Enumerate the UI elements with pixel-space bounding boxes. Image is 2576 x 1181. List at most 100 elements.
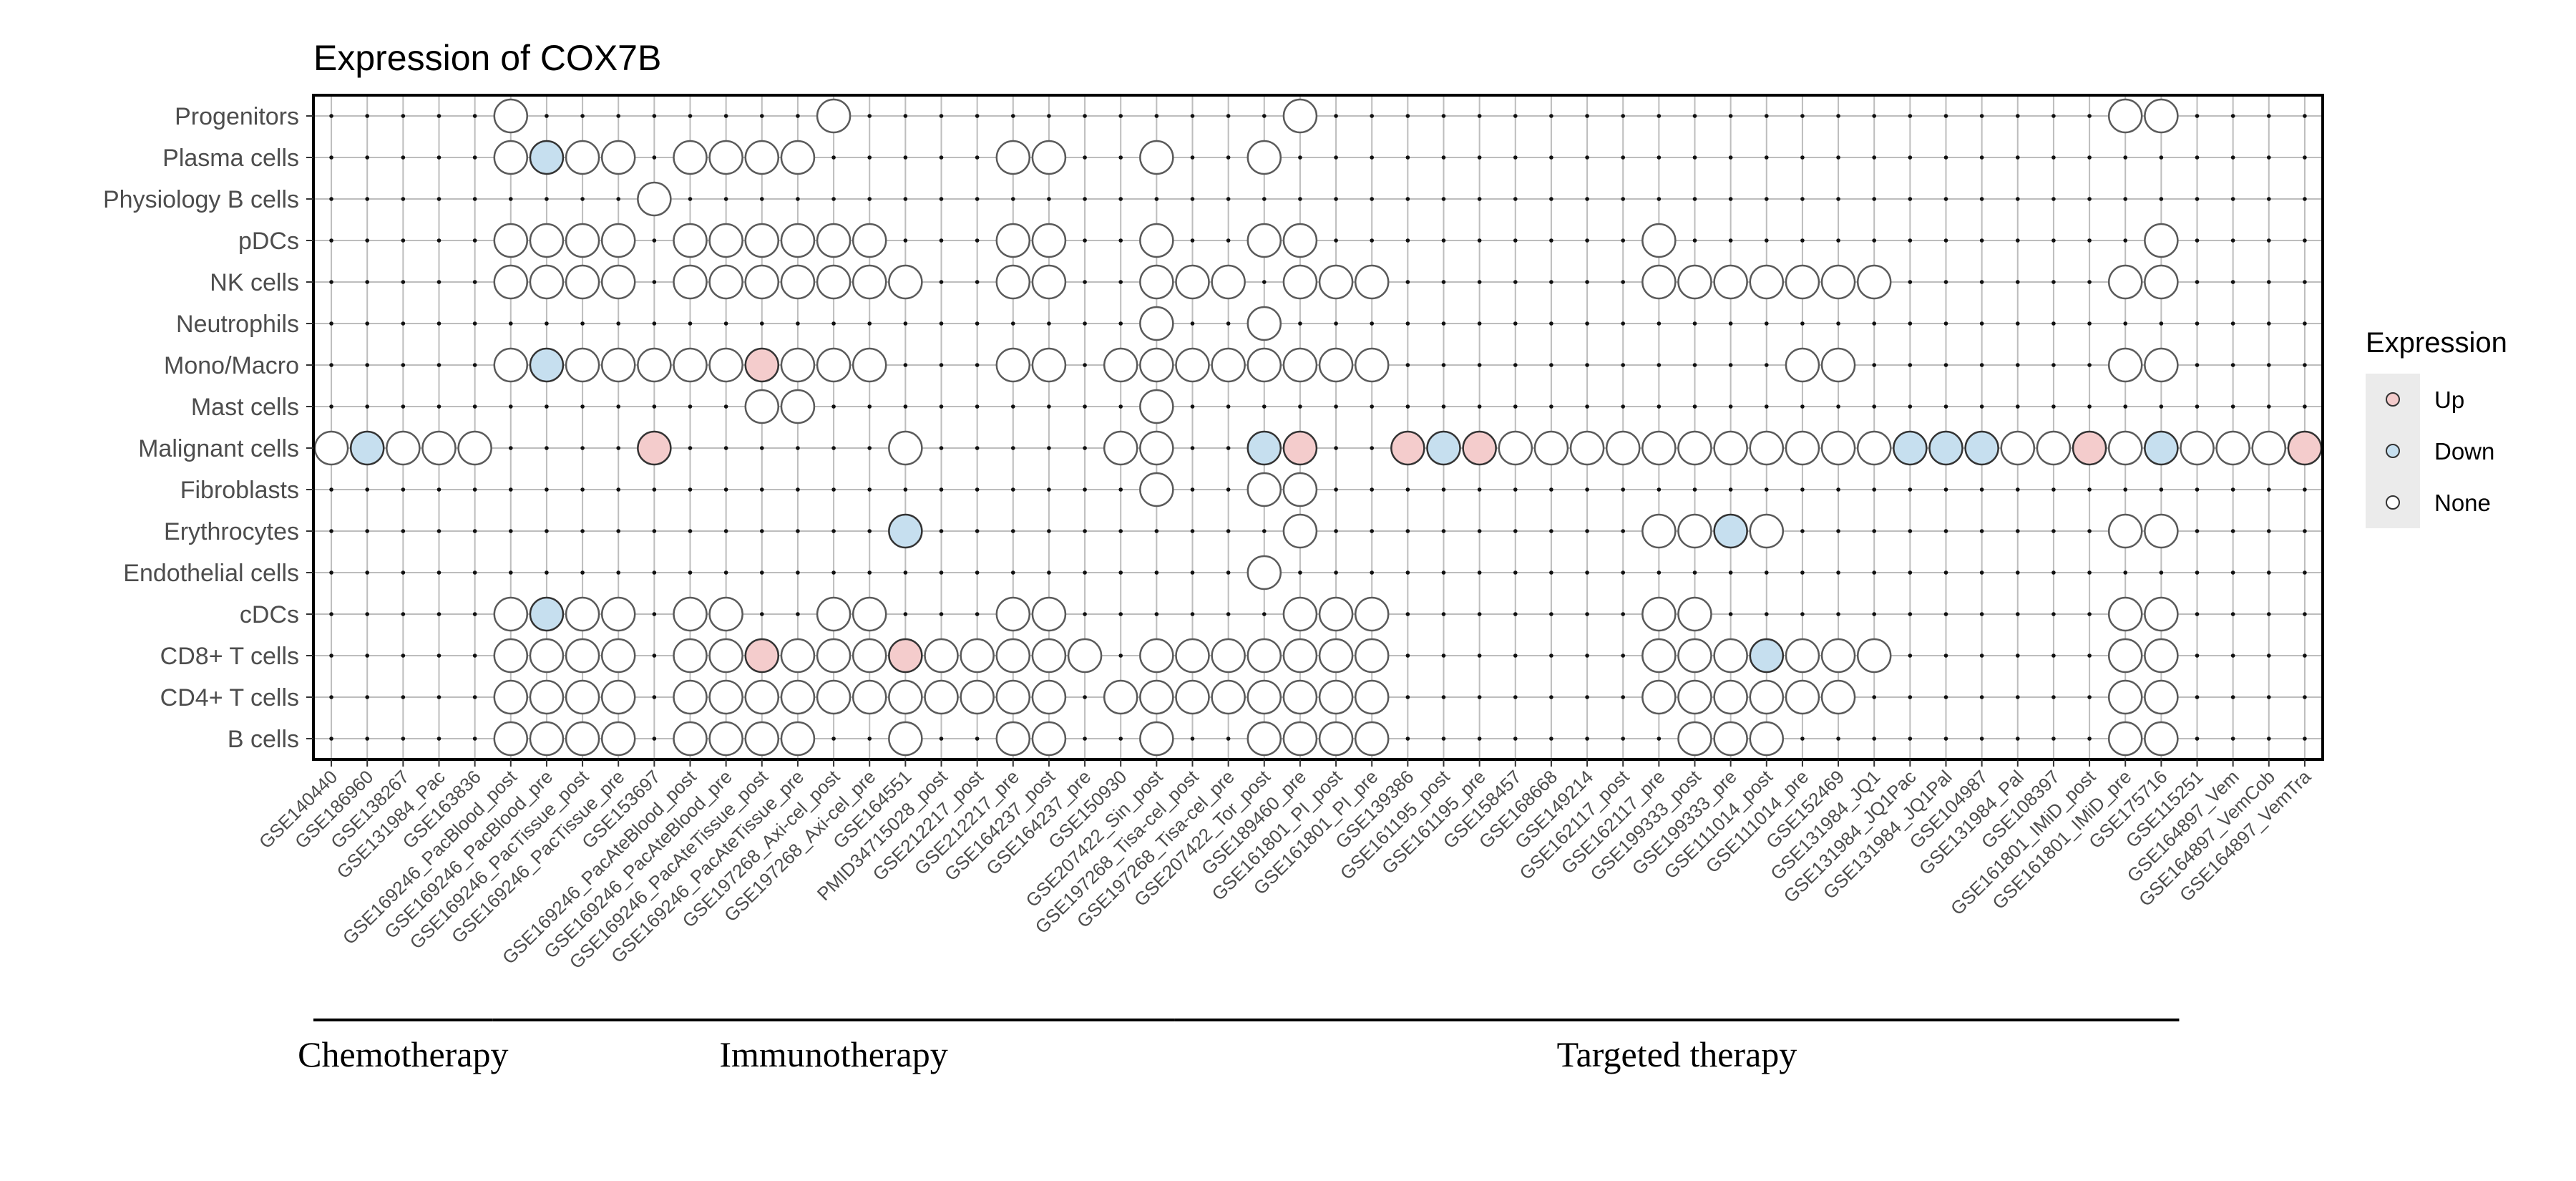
point-empty [1800, 404, 1805, 409]
point-none [816, 679, 852, 715]
point-empty [329, 155, 333, 160]
point-empty [472, 487, 477, 492]
point-none [493, 223, 529, 258]
point-none [1175, 264, 1210, 300]
point-none [2107, 430, 2143, 466]
point-none [1641, 638, 1677, 674]
point-none [565, 679, 600, 715]
point-empty [580, 570, 585, 575]
point-none [2107, 596, 2143, 632]
point-empty [1836, 238, 1840, 243]
point-none [2107, 679, 2143, 715]
point-none [1354, 721, 1390, 757]
point-none [780, 721, 816, 757]
point-none [2144, 679, 2179, 715]
point-none [1605, 430, 1641, 466]
point-empty [831, 737, 836, 741]
point-empty [2266, 155, 2271, 160]
point-empty [1010, 570, 1015, 575]
point-empty [1262, 612, 1267, 616]
point-empty [1083, 114, 1087, 118]
point-empty [1083, 155, 1087, 160]
point-none [888, 721, 923, 757]
point-empty [365, 280, 370, 284]
point-empty [1083, 238, 1087, 243]
point-none [2144, 98, 2179, 134]
point-none [1785, 679, 1820, 715]
point-empty [2230, 404, 2235, 409]
point-empty [1513, 404, 1518, 409]
point-empty [975, 612, 980, 616]
point-empty [401, 155, 406, 160]
point-none [673, 679, 708, 715]
point-empty [939, 280, 944, 284]
point-none [816, 596, 852, 632]
point-empty [1979, 363, 1984, 367]
point-empty [1083, 529, 1087, 533]
point-empty [1047, 529, 1051, 533]
point-empty [1728, 155, 1733, 160]
point-none [493, 638, 529, 674]
point-empty [1083, 404, 1087, 409]
point-empty [796, 529, 800, 533]
point-empty [939, 570, 944, 575]
point-empty [436, 197, 441, 201]
point-none [1103, 347, 1138, 383]
point-none [852, 223, 887, 258]
point-empty [545, 487, 549, 492]
point-empty [1621, 155, 1626, 160]
point-empty [867, 487, 872, 492]
point-empty [1836, 197, 1840, 201]
point-empty [2159, 197, 2164, 201]
point-empty [2123, 321, 2128, 326]
point-empty [472, 280, 477, 284]
point-none [1103, 430, 1138, 466]
point-empty [2159, 321, 2164, 326]
point-empty [436, 653, 441, 658]
point-empty [903, 612, 908, 616]
point-empty [1764, 363, 1769, 367]
point-empty [1692, 155, 1697, 160]
point-empty [1836, 737, 1840, 741]
point-none [1498, 430, 1533, 466]
point-empty [1370, 446, 1375, 450]
point-empty [867, 737, 872, 741]
point-empty [2051, 114, 2056, 118]
point-none [744, 721, 780, 757]
point-empty [616, 197, 621, 201]
point-empty [1441, 280, 1446, 284]
point-empty [939, 529, 944, 533]
point-empty [1154, 197, 1159, 201]
point-empty [1943, 280, 1948, 284]
point-empty [1908, 570, 1913, 575]
point-empty [1908, 653, 1913, 658]
point-none [2144, 721, 2179, 757]
point-none [600, 347, 636, 383]
point-empty [1047, 321, 1051, 326]
point-empty [2051, 155, 2056, 160]
point-empty [1513, 363, 1518, 367]
point-up [1390, 430, 1425, 466]
point-none [1282, 264, 1318, 300]
point-empty [975, 529, 980, 533]
point-empty [975, 404, 980, 409]
point-empty [1657, 404, 1662, 409]
point-empty [2303, 695, 2307, 699]
point-empty [1585, 404, 1589, 409]
point-empty [1621, 612, 1626, 616]
point-empty [2195, 114, 2200, 118]
point-empty [1943, 653, 1948, 658]
point-empty [975, 238, 980, 243]
point-empty [1800, 487, 1805, 492]
point-none [493, 140, 529, 175]
point-empty [1800, 321, 1805, 326]
point-empty [796, 612, 800, 616]
point-empty [723, 114, 728, 118]
point-empty [903, 570, 908, 575]
point-none [493, 721, 529, 757]
point-empty [723, 404, 728, 409]
point-none [924, 679, 959, 715]
point-empty [1549, 363, 1553, 367]
point-none [744, 389, 780, 424]
point-empty [1872, 155, 1877, 160]
